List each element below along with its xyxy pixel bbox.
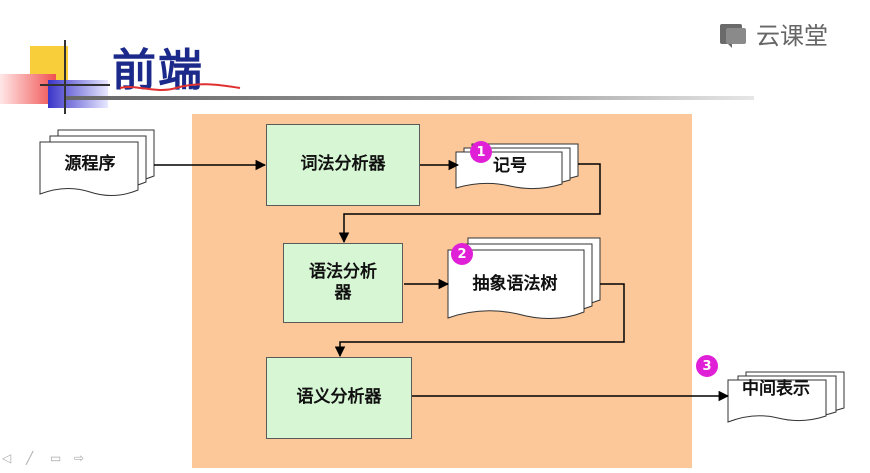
badge-1: 1 [470,141,492,163]
deco-vertical-line [64,40,66,114]
badge-2: 2 [451,243,473,265]
next-slide-icon[interactable]: ⇨ [74,451,85,465]
arrow-ast-to-semantic [334,283,625,358]
arrow-tokens-to-parser [338,163,601,244]
brand: 云课堂 [718,16,828,51]
brand-name: 云课堂 [756,22,828,50]
brand-logo-icon [720,23,746,48]
pen-icon[interactable]: ╱ [26,451,34,465]
lexer-label: 词法分析器 [300,154,386,175]
deco-horizontal-line [40,84,110,86]
lexer-box: 词法分析器 [266,124,420,206]
ast-document-shape [447,237,601,320]
slideshow-nav: ◁ ╱ ▭ ⇨ [2,452,90,464]
semantic-box: 语义分析器 [266,357,412,439]
badge-3: 3 [696,355,718,377]
ir-document-shape [727,371,845,423]
ir-label: 中间表示 [742,379,810,399]
source-label: 源程序 [64,154,116,174]
tokens-document-shape [455,143,579,190]
semantic-label: 语义分析器 [296,387,382,408]
parser-box: 语法分析器 [283,243,403,323]
deco-red-square [0,74,56,104]
menu-icon[interactable]: ▭ [50,451,62,465]
title-rule [66,96,754,100]
title-underline-scribble [119,83,241,91]
parser-label: 语法分析器 [309,261,377,303]
source-document-shape [39,129,155,196]
ast-label: 抽象语法树 [472,274,558,294]
tokens-label: 记号 [493,156,527,176]
prev-slide-icon[interactable]: ◁ [2,451,12,465]
